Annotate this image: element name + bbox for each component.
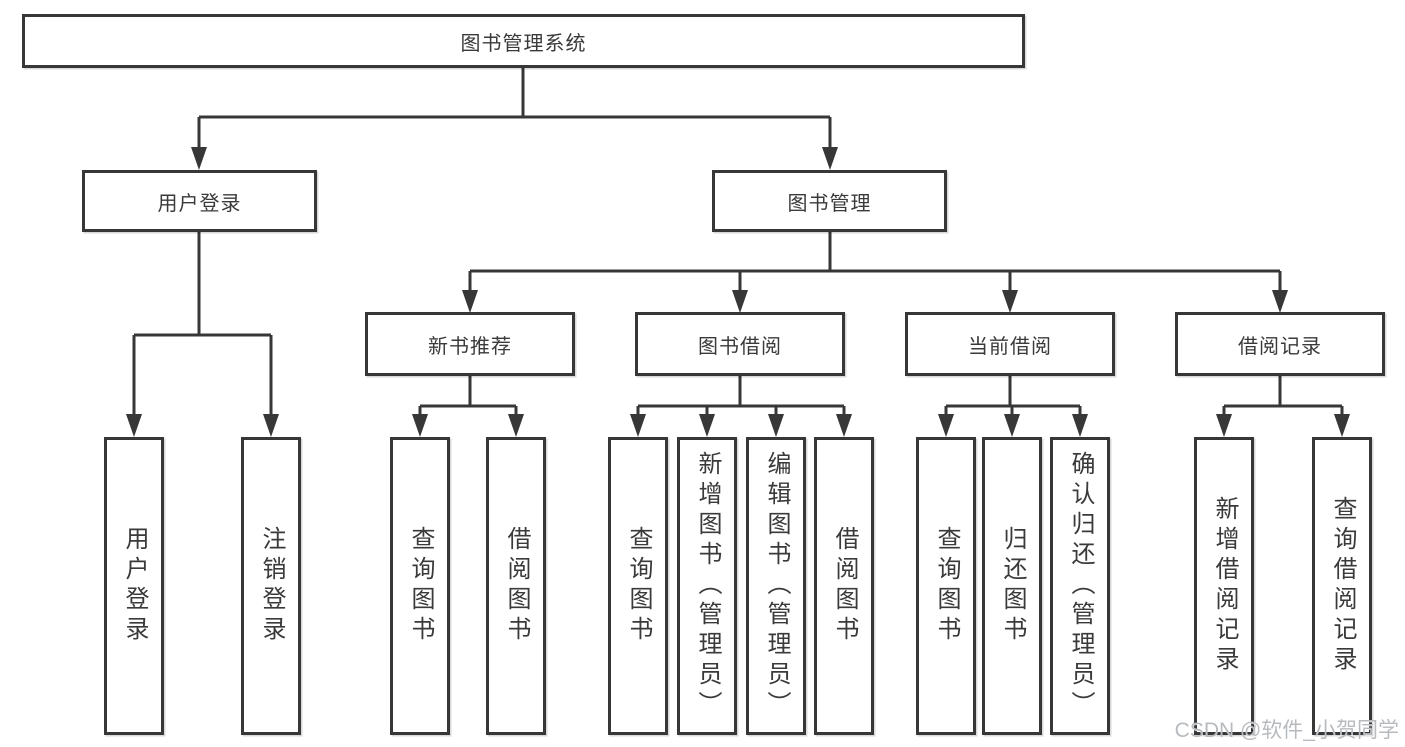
leaf-return-books-label: 归还图书 xyxy=(999,526,1026,646)
leaf-user-login-label: 用户登录 xyxy=(121,526,148,646)
node-current-borrowing: 当前借阅 xyxy=(905,312,1115,376)
leaf-edit-books-admin-label: 编辑图书（管理员） xyxy=(763,451,790,721)
leaf-borrow-books-borrowing-label: 借阅图书 xyxy=(831,526,858,646)
leaf-query-books-recommend-label: 查询图书 xyxy=(407,526,434,646)
node-root: 图书管理系统 xyxy=(22,14,1025,68)
leaf-add-borrow-record: 新增借阅记录 xyxy=(1194,437,1254,735)
leaf-user-login: 用户登录 xyxy=(104,437,164,735)
node-borrowing-records-label: 借阅记录 xyxy=(1238,335,1322,358)
leaf-borrow-books-recommend-label: 借阅图书 xyxy=(503,526,530,646)
node-book-borrowing: 图书借阅 xyxy=(635,312,845,376)
leaf-logout-login-label: 注销登录 xyxy=(258,526,285,646)
leaf-confirm-return-admin: 确认归还（管理员） xyxy=(1050,437,1110,735)
leaf-query-books-recommend: 查询图书 xyxy=(390,437,450,735)
leaf-query-books-borrowing: 查询图书 xyxy=(608,437,668,735)
leaf-query-books-current-label: 查询图书 xyxy=(933,526,960,646)
node-book-borrowing-label: 图书借阅 xyxy=(698,335,782,358)
leaf-query-books-borrowing-label: 查询图书 xyxy=(625,526,652,646)
leaf-confirm-return-admin-label: 确认归还（管理员） xyxy=(1067,451,1094,721)
node-root-label: 图书管理系统 xyxy=(460,32,587,55)
leaf-query-books-current: 查询图书 xyxy=(916,437,976,735)
node-user-login-label: 用户登录 xyxy=(157,192,242,215)
node-user-login: 用户登录 xyxy=(82,170,317,232)
arrowheads xyxy=(126,147,1350,437)
node-new-book-recommend: 新书推荐 xyxy=(365,312,575,376)
node-book-management-label: 图书管理 xyxy=(787,192,872,215)
node-book-management: 图书管理 xyxy=(712,170,947,232)
leaf-query-borrow-record-label: 查询借阅记录 xyxy=(1329,496,1356,676)
leaf-add-borrow-record-label: 新增借阅记录 xyxy=(1211,496,1238,676)
node-borrowing-records: 借阅记录 xyxy=(1175,312,1385,376)
node-current-borrowing-label: 当前借阅 xyxy=(968,335,1052,358)
leaf-return-books: 归还图书 xyxy=(982,437,1042,735)
leaf-logout-login: 注销登录 xyxy=(241,437,301,735)
leaf-add-books-admin-label: 新增图书（管理员） xyxy=(694,451,721,721)
csdn-watermark: CSDN @软件_小贺同学 xyxy=(1174,719,1399,742)
leaf-borrow-books-borrowing: 借阅图书 xyxy=(814,437,874,735)
node-new-book-recommend-label: 新书推荐 xyxy=(428,335,512,358)
leaf-edit-books-admin: 编辑图书（管理员） xyxy=(746,437,806,735)
leaf-query-borrow-record: 查询借阅记录 xyxy=(1312,437,1372,735)
leaf-borrow-books-recommend: 借阅图书 xyxy=(486,437,546,735)
leaf-add-books-admin: 新增图书（管理员） xyxy=(677,437,737,735)
